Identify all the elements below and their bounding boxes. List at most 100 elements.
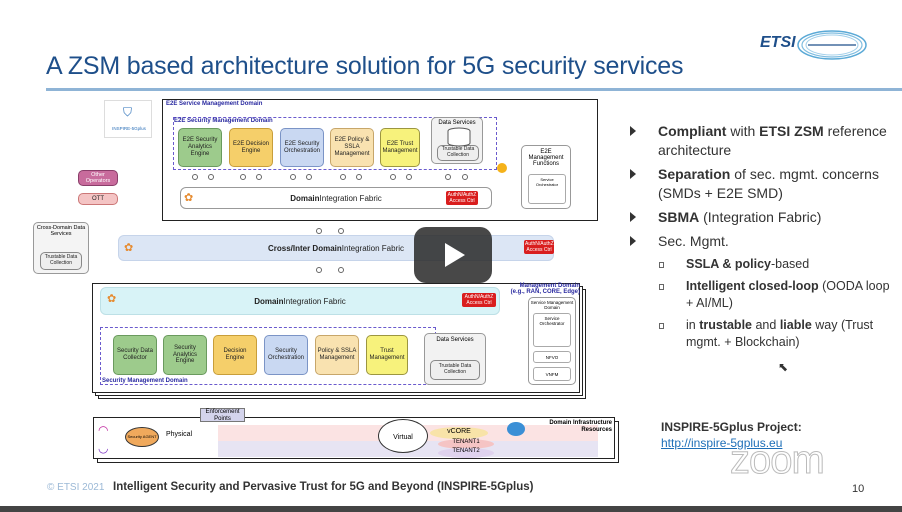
physical-label: Physical (166, 431, 193, 438)
policy-ssla-management: Policy & SSLA Management (315, 335, 359, 375)
router-icon (507, 422, 525, 436)
connector (316, 267, 322, 273)
sub-bullet-bold: liable (779, 318, 812, 332)
e2e-security-domain (173, 117, 497, 170)
architecture-diagram: ⛉ INSPIRE-5Gplus E2E Service Management … (0, 95, 620, 475)
bullet-text: (Integration Fabric) (699, 209, 822, 225)
e2e-analytics-engine: E2E Security Analytics Engine (178, 128, 222, 167)
sub-bullet-text: in (686, 318, 700, 332)
sub-bullet-bold: Intelligent closed-loop (686, 279, 819, 293)
vcore-cloud: vCORE (430, 427, 488, 439)
slide-title: A ZSM based architecture solution for 5G… (46, 52, 684, 80)
bullet-bold: ETSI ZSM (759, 123, 824, 139)
bullet-item: Compliant with ETSI ZSM reference archit… (628, 122, 898, 160)
domain-fabric-top: Domain Integration Fabric (180, 187, 492, 209)
footer-copyright: © ETSI 2021 (47, 482, 105, 493)
play-icon (445, 243, 465, 267)
trustable-data-left: Trustable Data Collection (40, 252, 82, 270)
connector (406, 174, 412, 180)
connector (306, 174, 312, 180)
etsi-swirl-icon (797, 30, 867, 60)
fabric-bold-2: Domain (254, 296, 284, 306)
cross-fabric-rest: Integration Fabric (341, 243, 405, 253)
connector (290, 174, 296, 180)
service-mgmt-domain-label: Service Management Domain (530, 300, 574, 310)
security-orchestration: Security Orchestration (264, 335, 308, 375)
service-orchestrator-top: Service Orchestrator (528, 174, 566, 204)
bullet-arrow-icon (630, 212, 636, 222)
trustable-data-bottom: Trustable Data Collection (430, 360, 480, 380)
bullet-text: reference architecture (658, 123, 887, 158)
service-orchestrator-bottom: Service Orchestrator (533, 313, 571, 347)
cross-fabric-bold: Cross/Inter Domain (267, 243, 342, 253)
virtual-cloud: Virtual (378, 419, 428, 453)
ott: OTT (78, 193, 118, 205)
bullet-bold: Compliant (658, 123, 727, 139)
footer-text: Intelligent Security and Pervasive Trust… (113, 481, 534, 493)
fabric-rest: Integration Fabric (319, 193, 382, 203)
unified-api-dot (497, 163, 507, 173)
bullet-item: Sec. Mgmt. (628, 232, 898, 251)
inspire-logo-text: INSPIRE-5Gplus (112, 126, 146, 131)
enforcement-points: Enforcement Points (200, 408, 245, 422)
sub-bullet-text: way (Trust mgmt. + Blockchain) (686, 318, 874, 349)
bullet-bold: SBMA (658, 209, 700, 225)
bullet-arrow-icon (630, 236, 636, 246)
project-label: INSPIRE-5Gplus Project: (661, 420, 802, 434)
vnfm: VNFM (533, 367, 571, 381)
fabric-star-icon-2: ✿ (107, 293, 117, 305)
bullet-text: of sec. mgmt. concerns (SMDs + E2E SMD) (658, 166, 879, 201)
security-analytics-engine: Security Analytics Engine (163, 335, 207, 375)
fabric-star-icon: ✿ (184, 192, 194, 204)
domain-fabric-bottom: Domain Integration Fabric (100, 287, 500, 315)
e2e-security-orchestration: E2E Security Orchestration (280, 128, 324, 167)
sub-bullet-text: (OODA loop + AI/ML) (686, 279, 890, 310)
mouse-cursor-icon: ⬉ (778, 360, 789, 374)
authz-top: AuthN/AuthZ Access Ctrl (446, 191, 478, 205)
page-number: 10 (852, 483, 865, 495)
mgmt-domain-label: Management Domain (e.g., RAN, CORE, Edge… (510, 283, 580, 295)
sub-bullet-item: SSLA & policy-based (656, 256, 898, 273)
square-bullet-icon (659, 323, 664, 329)
fabric-bold: Domain (290, 193, 320, 203)
domain-infra-label: Domain Infrastructure Resources (549, 420, 612, 433)
e2e-policy-ssla: E2E Policy & SSLA Management (330, 128, 374, 167)
trust-management: Trust Management (366, 335, 408, 375)
etsi-logo-text: ETSI (760, 34, 796, 51)
sub-bullet-bold: SSLA & policy (686, 257, 771, 271)
e2e-mgmt-functions-label: E2E Management Functions (528, 149, 564, 167)
square-bullet-icon (659, 284, 664, 290)
database-icon (447, 127, 471, 147)
shield-icon: ⛉ (123, 105, 133, 119)
authz-bottom: AuthN/AuthZ Access Ctrl (462, 293, 496, 307)
tenant1-cloud: TENANT1 (438, 439, 494, 449)
bullet-arrow-icon (630, 126, 636, 136)
bullet-item: SBMA (Integration Fabric) (628, 208, 898, 227)
connector (338, 228, 344, 234)
etsi-logo: ETSI (760, 28, 870, 62)
connector (338, 267, 344, 273)
inspire-logo: ⛉ INSPIRE-5Gplus (104, 100, 152, 138)
tenant2-cloud: TENANT2 (438, 448, 494, 458)
project-link[interactable]: http://inspire-5gplus.eu (661, 436, 783, 450)
bullet-text: with (726, 123, 760, 139)
security-mgmt-domain-label: Security Management Domain (102, 378, 188, 384)
bullet-list: Compliant with ETSI ZSM reference archit… (628, 122, 898, 356)
wifi-icon: ◠ (98, 423, 109, 437)
sub-bullet-text: -based (770, 257, 810, 271)
connector (462, 174, 468, 180)
play-button[interactable] (414, 227, 492, 283)
other-operators: Other Operators (78, 170, 118, 186)
square-bullet-icon (659, 262, 664, 268)
connector (208, 174, 214, 180)
e2e-mgmt-functions: E2E Management Functions Service Orchest… (521, 145, 571, 209)
decision-engine: Decision Engine (213, 335, 257, 375)
security-data-collector: Security Data Collector (113, 335, 157, 375)
bullet-arrow-icon (630, 169, 636, 179)
e2e-security-domain-label: E2E Security Management Domain (174, 118, 273, 124)
security-agent-physical: Security AGENT (125, 427, 159, 447)
title-divider (46, 88, 902, 91)
nfvo: NFVO (533, 351, 571, 363)
connector (192, 174, 198, 180)
